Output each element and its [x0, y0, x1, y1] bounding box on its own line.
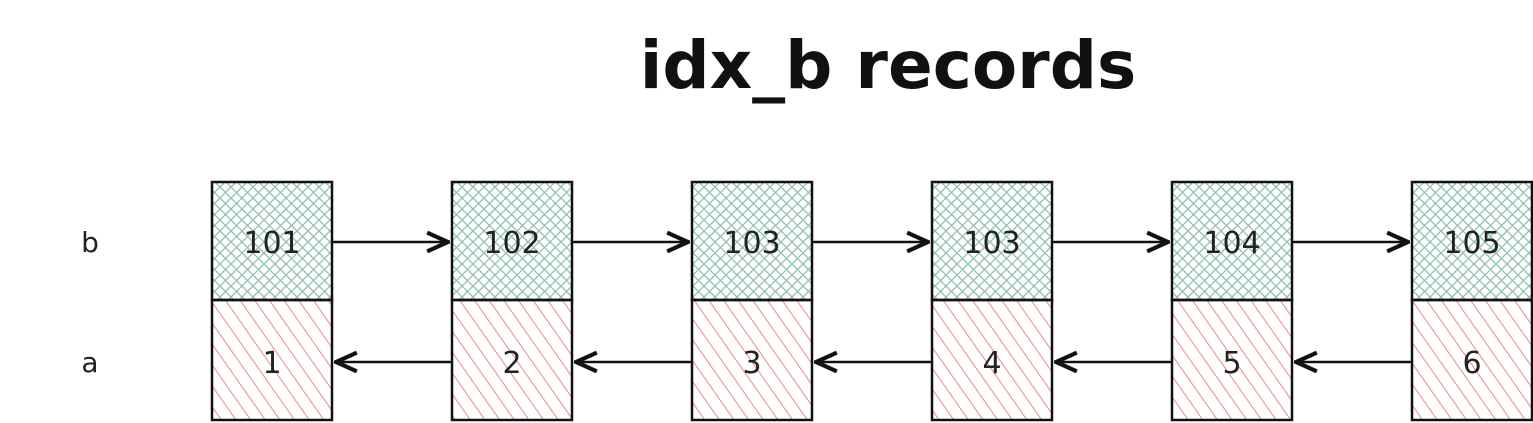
- row-label-b: b: [81, 226, 99, 259]
- cell-a-border: [1170, 298, 1294, 422]
- cell-b-fill: [212, 182, 332, 300]
- record-5: 104 5: [1170, 180, 1294, 422]
- cell-a-border: [450, 298, 574, 422]
- cell-a-border: [1410, 298, 1533, 422]
- cell-b-value: 105: [1443, 226, 1500, 261]
- cell-a-value: 2: [502, 346, 521, 381]
- cell-a-fill: [452, 300, 572, 420]
- arrows-layer: [332, 242, 1412, 362]
- cell-a-border: [930, 298, 1054, 422]
- cell-b-fill: [1412, 182, 1532, 300]
- cell-a-border: [690, 298, 814, 422]
- cell-b-value: 104: [1203, 226, 1260, 261]
- cell-a-value: 5: [1222, 346, 1241, 381]
- row-label-a: a: [81, 346, 98, 379]
- cell-a-value: 3: [742, 346, 761, 381]
- diagram-title: idx_b records: [640, 27, 1137, 104]
- cell-a-fill: [1172, 300, 1292, 420]
- cell-b-fill: [932, 182, 1052, 300]
- cell-a-fill: [692, 300, 812, 420]
- cell-a-value: 1: [262, 346, 281, 381]
- cell-b-value: 103: [723, 226, 780, 261]
- cell-a-fill: [212, 300, 332, 420]
- cell-a-value: 4: [982, 346, 1001, 381]
- cell-a-fill: [932, 300, 1052, 420]
- record-6: 105 6: [1410, 180, 1533, 422]
- cell-a-value: 6: [1462, 346, 1481, 381]
- cell-a-fill: [1412, 300, 1532, 420]
- cell-b-value: 101: [243, 226, 300, 261]
- cell-b-fill: [452, 182, 572, 300]
- record-3: 103 3: [690, 180, 814, 422]
- records-layer: 101 1 102 2 103 3 103 4 104 5 105 6: [210, 180, 1533, 422]
- record-2: 102 2: [450, 180, 574, 422]
- cell-b-value: 103: [963, 226, 1020, 261]
- cell-a-border: [210, 298, 334, 422]
- cell-b-fill: [692, 182, 812, 300]
- cell-b-fill: [1172, 182, 1292, 300]
- record-4: 103 4: [930, 180, 1054, 422]
- record-1: 101 1: [210, 180, 334, 422]
- cell-b-value: 102: [483, 226, 540, 261]
